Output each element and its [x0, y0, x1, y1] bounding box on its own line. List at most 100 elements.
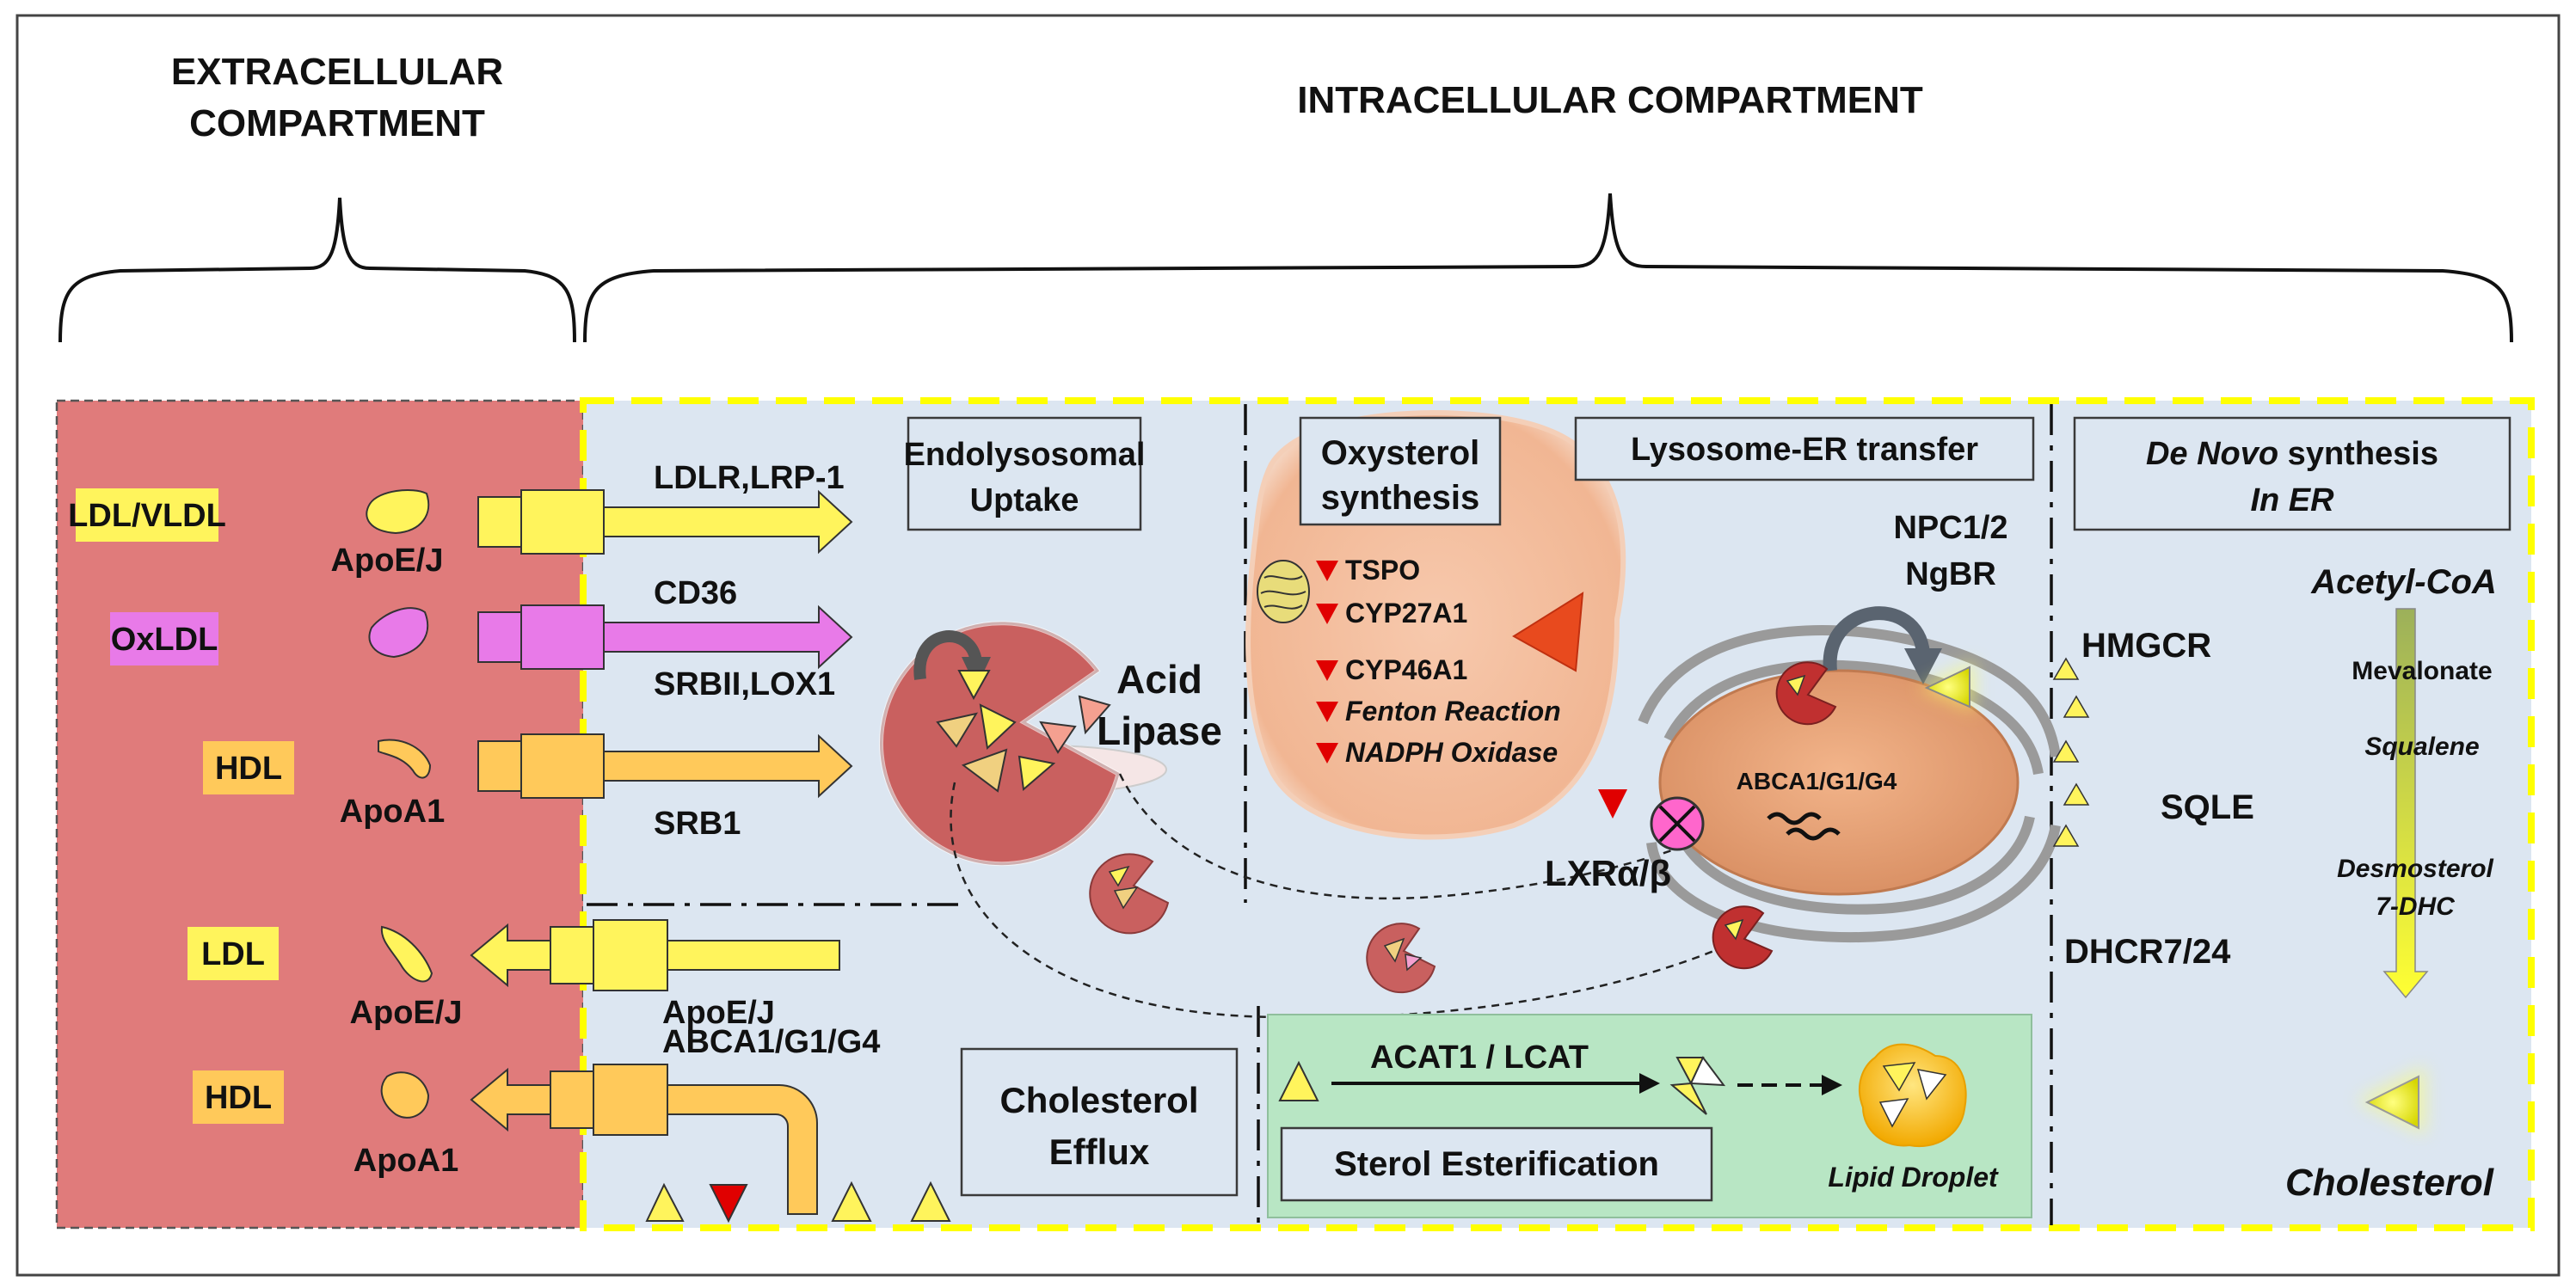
er-membrane-cholesterol: [2052, 657, 2090, 847]
oxldl-badge: [110, 612, 218, 665]
denovo-box: [2073, 416, 2511, 531]
hdl-in-label: HDL: [215, 751, 282, 787]
acetyl-coa-label: Acetyl-CoA: [2310, 563, 2497, 601]
oxysterol-item-cyp27a1: CYP27A1: [1345, 598, 1467, 629]
ldl-out-label: LDL: [201, 936, 265, 972]
ngbr-label: NgBR: [1905, 556, 1996, 592]
squalene-label: Squalene: [2364, 733, 2479, 761]
oxysterol-item-nadph: NADPH Oxidase: [1345, 737, 1558, 768]
lxr-label: LXRα/β: [1545, 853, 1671, 893]
vesicle-1: [1089, 853, 1170, 935]
efflux-cholesterol-3: [910, 1181, 951, 1222]
efflux-title-line1: Cholesterol: [999, 1080, 1198, 1120]
acid-lipase-line1: Acid: [1116, 657, 1202, 702]
mitochondria-icon: [1257, 560, 1310, 623]
dhc-label: 7-DHC: [2376, 892, 2456, 921]
denovo-title-line2: In ER: [2250, 482, 2334, 518]
npc-label: NPC1/2: [1893, 510, 2007, 546]
dna-squiggle: [1767, 812, 1841, 841]
acid-lipase-line2: Lipase: [1097, 708, 1222, 753]
desmosterol-label: Desmosterol: [2337, 855, 2493, 883]
lysosome: [879, 621, 1167, 867]
extracellular-brace: [58, 197, 576, 343]
oxysterol-item-cyp46a1: CYP46A1: [1345, 654, 1467, 685]
lysosome-er-title: Lysosome-ER transfer: [1631, 432, 1978, 468]
intracellular-brace: [583, 193, 2513, 343]
mevalonate-label: Mevalonate: [2352, 657, 2492, 685]
apoej-label-2: ApoE/J: [350, 995, 463, 1031]
esterification-title: Sterol Esterification: [1334, 1145, 1659, 1183]
abca-nucleus-label: ABCA1/G1/G4: [1737, 768, 1897, 794]
oxysterol-large-triangle: [1512, 592, 1584, 672]
esterification-arrow-head: [1639, 1073, 1660, 1094]
nucleus: [1658, 669, 2020, 896]
hdl-out-badge: [193, 1070, 284, 1124]
npc-transfer-arrow: [1823, 606, 1930, 672]
abca-efflux-arrow: [470, 1064, 818, 1215]
denovo-cholesterol: [2364, 1075, 2419, 1130]
apoa1-label-1: ApoA1: [340, 794, 445, 830]
ldl-vldl-badge: [76, 488, 218, 542]
cholesterol-label: Cholesterol: [2285, 1162, 2494, 1204]
cholesteryl-ester-icon: [1669, 1056, 1726, 1115]
denovo-title-italic: De Novo: [2146, 436, 2278, 472]
denovo-pathway-arrow: [2382, 608, 2429, 999]
lysosome-er-box: [1574, 416, 2035, 481]
efflux-title-line2: Efflux: [1049, 1132, 1150, 1172]
apoa1-particle-in: [378, 739, 432, 779]
oxysterol-title-line1: Oxysterol: [1321, 434, 1480, 472]
apoej-efflux-arrow: [470, 919, 840, 991]
apoej-label-1: ApoE/J: [331, 543, 444, 579]
abca-efflux-label: ABCA1/G1/G4: [662, 1024, 880, 1060]
npc-transfer-arrowhead: [1904, 648, 1942, 684]
esterification-title-box: [1280, 1126, 1713, 1202]
apoa1-particle-out: [380, 1071, 430, 1119]
efflux-cholesterol-2: [831, 1181, 872, 1222]
efflux-oxysterol: [709, 1184, 748, 1224]
lipid-droplet: [1859, 1043, 1967, 1148]
srb1-receptor-arrow: [477, 733, 853, 799]
hmgcr-label: HMGCR: [2081, 627, 2211, 665]
er-cholesterol: [1924, 665, 1970, 708]
ldl-out-badge: [188, 927, 279, 980]
ldl-vldl-label: LDL/VLDL: [68, 498, 226, 534]
lxr-oxysterol-triangle: [1598, 789, 1627, 819]
apoa1-label-2: ApoA1: [354, 1143, 458, 1179]
oxysterol-list: [1316, 561, 1338, 764]
ldlr-receptor-arrow: [477, 489, 853, 555]
extracellular-title-line1: EXTRACELLULAR: [171, 51, 503, 93]
intracellular-border: [580, 397, 2535, 1231]
droplet-arrow-head: [1822, 1075, 1842, 1095]
oxldl-label: OxLDL: [111, 622, 218, 658]
denovo-title-rest: synthesis: [2278, 436, 2438, 472]
lxr-inhibition-cross: [1658, 805, 1696, 843]
hdl-out-label: HDL: [205, 1080, 272, 1116]
sqle-label: SQLE: [2161, 788, 2254, 826]
endolysosomal-title-line2: Uptake: [970, 482, 1079, 518]
oxysterol-item-fenton: Fenton Reaction: [1345, 696, 1561, 727]
srb1-label: SRB1: [654, 806, 741, 842]
ldl-vldl-particle: [366, 489, 430, 535]
cd36-receptor-arrow: [477, 604, 853, 670]
oxysterol-item-tspo: TSPO: [1345, 555, 1420, 586]
cholesterol-efflux-box: [960, 1047, 1239, 1197]
endoplasmic-reticulum: [1638, 625, 2061, 943]
hdl-in-badge: [203, 741, 294, 794]
vesicle-2: [1366, 923, 1436, 994]
ldl-particle-out: [380, 925, 433, 983]
dhcr-label: DHCR7/24: [2064, 933, 2231, 971]
oxysterol-box: [1299, 416, 1502, 526]
intracellular-title: INTRACELLULAR COMPARTMENT: [1297, 79, 1923, 121]
denovo-title-line1: De Novo synthesis: [2146, 436, 2438, 472]
er-vesicle-top: [1775, 661, 1837, 726]
endolysosomal-box: [907, 416, 1142, 531]
transport-path-1: [1118, 773, 1738, 900]
extracellular-title-line2: COMPARTMENT: [189, 102, 485, 144]
apoej-efflux-label: ApoE/J: [662, 995, 775, 1031]
acid-lipase-loop-arrow: [913, 630, 982, 680]
oxysterol-title-line2: synthesis: [1321, 479, 1480, 517]
cd36-label: CD36: [654, 575, 737, 611]
transport-path-2: [950, 782, 1747, 1019]
srbii-label: SRBII,LOX1: [654, 666, 835, 702]
